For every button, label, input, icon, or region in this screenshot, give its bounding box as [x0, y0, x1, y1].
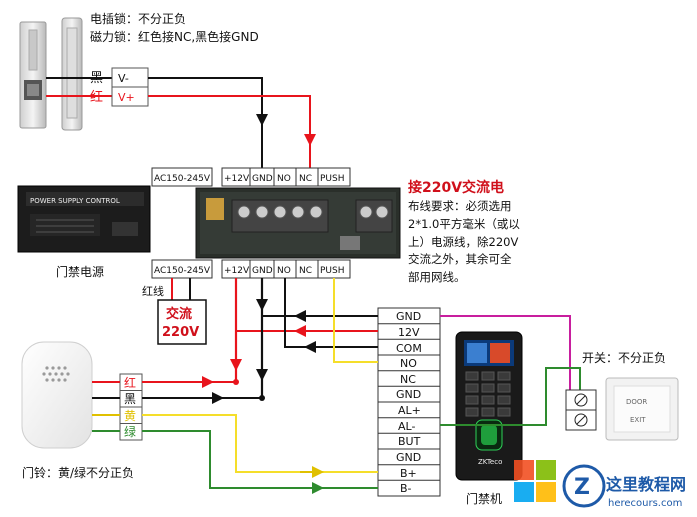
ctrl-com: COM [396, 342, 422, 355]
watermark-url: herecours.com [608, 498, 682, 509]
psu-bottom-terminal-row: AC150-245V +12V GND NO NC PUSH [151, 259, 351, 279]
switch-note: 开关：不分正负 [582, 351, 666, 365]
exit-button-line2: EXIT [630, 416, 646, 424]
switch-terminal-block [565, 389, 597, 431]
psu-bottom-push: PUSH [320, 266, 345, 276]
psu-top-ac: AC150-245V [154, 174, 211, 184]
doorbell-caption: 门铃：黄/绿不分正负 [22, 465, 134, 480]
access-controller-image: ZKTeco [455, 331, 523, 481]
controller-brand: ZKTeco [478, 458, 502, 466]
ctrl-gnd-3: GND [396, 451, 421, 464]
watermark-logo: Z [514, 460, 606, 508]
doorbell-wire-black: 黑 [124, 392, 136, 406]
electric-lock-image [19, 17, 83, 131]
ctrl-nc: NC [400, 373, 416, 386]
psu-top-gnd: GND [252, 174, 273, 184]
lock-wire-black-label: 黑 [90, 71, 103, 86]
psu-bottom-no: NO [277, 266, 291, 276]
wiring-note-line5: 部用网线。 [408, 270, 466, 285]
doorbell-wire-red: 红 [124, 375, 136, 390]
ac-title: 接220V交流电 [408, 179, 504, 196]
psu-top-nc: NC [299, 174, 312, 184]
psu-top-terminal-row: AC150-245V +12V GND NO NC PUSH [151, 167, 351, 187]
wiring-requirement-note: 布线要求：必须选用 2*1.0平方毫米（或以 上）电源线，除220V 交流之外，… [408, 198, 520, 287]
psu-bottom-12v: +12V [224, 266, 250, 276]
controller-caption: 门禁机 [466, 491, 502, 506]
ctrl-no: NO [400, 357, 417, 370]
redline-label: 红线 [142, 284, 164, 298]
controller-terminal-column: GND 12V COM NO NC GND AL+ AL- BUT GND B+… [377, 307, 441, 497]
psu-top-12v: +12V [224, 174, 250, 184]
ac-220v-box [157, 299, 207, 345]
psu-box-image: POWER SUPPLY CONTROL [17, 185, 151, 253]
doorbell-wire-green: 绿 [124, 424, 136, 439]
doorbell-image [21, 341, 93, 449]
psu-unit-label: POWER SUPPLY CONTROL [30, 197, 120, 205]
watermark-cn: 这里教程网 [606, 475, 686, 494]
psu-bottom-ac: AC150-245V [154, 266, 211, 276]
psu-top-push: PUSH [320, 174, 345, 184]
psu-top-no: NO [277, 174, 291, 184]
lock-notes: 电插锁：不分正负 磁力锁：红色接NC,黑色接GND [90, 10, 259, 46]
psu-board-image [195, 187, 401, 259]
svg-text:Z: Z [574, 475, 590, 500]
psu-caption: 门禁电源 [56, 264, 104, 279]
lock-note-line1: 电插锁：不分正负 [90, 12, 187, 26]
ac-box-line1: 交流 [166, 306, 192, 322]
wiring-note-line4: 交流之外，其余可全 [408, 252, 512, 267]
psu-bottom-gnd: GND [252, 266, 273, 276]
exit-button-line1: DOOR [626, 398, 647, 406]
ctrl-al-plus: AL+ [398, 404, 421, 417]
ctrl-12v: 12V [398, 326, 420, 339]
wiring-note-line1: 布线要求：必须选用 [408, 199, 512, 213]
lock-terminal-neg: V- [118, 72, 129, 85]
ctrl-b-plus: B+ [400, 467, 417, 480]
psu-bottom-nc: NC [299, 266, 312, 276]
ctrl-gnd-2: GND [396, 388, 421, 401]
ctrl-but: BUT [398, 435, 421, 448]
wiring-note-line2: 2*1.0平方毫米（或以 [408, 216, 520, 231]
ctrl-al-minus: AL- [398, 420, 415, 433]
doorbell-wire-yellow: 黄 [124, 409, 136, 423]
lock-wire-red-label: 红 [90, 89, 103, 105]
exit-button-image: DOOR EXIT [605, 377, 679, 441]
lock-note-line2: 磁力锁：红色接NC,黑色接GND [90, 30, 259, 44]
wiring-note-line3: 上）电源线，除220V [408, 234, 519, 249]
ctrl-gnd-1: GND [396, 310, 421, 323]
ctrl-b-minus: B- [400, 482, 412, 495]
ac-box-line2: 220V [162, 325, 199, 340]
lock-terminal-pos: V+ [118, 91, 135, 104]
